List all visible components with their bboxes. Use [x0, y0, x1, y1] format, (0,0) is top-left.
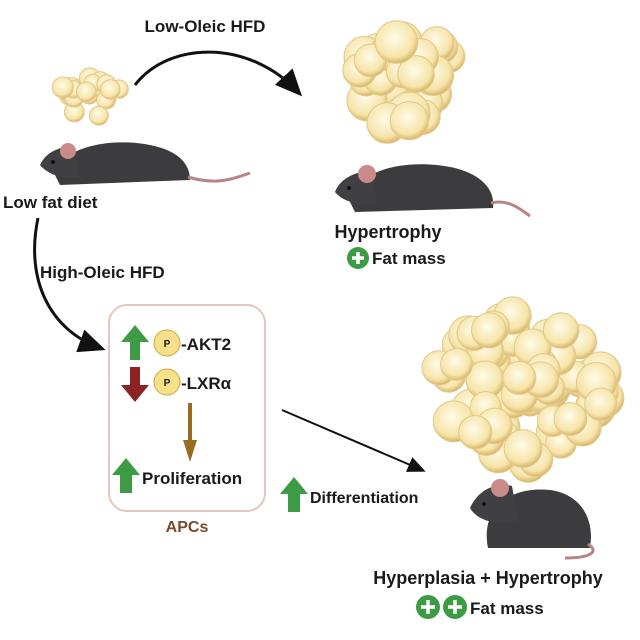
fat-cell: [553, 402, 588, 436]
mouse-icon-low-fat: [40, 142, 251, 185]
high-oleic-hfd-label: High-Oleic HFD: [40, 263, 165, 282]
apcs-box: [108, 304, 266, 512]
fat-cell: [374, 20, 419, 64]
plus-icon: [443, 595, 467, 619]
fat-cell: [542, 312, 580, 349]
fat-cell: [503, 429, 543, 469]
phospho-label: P: [164, 339, 171, 350]
fat-mass-label: Fat mass: [470, 599, 544, 618]
fat-cell: [389, 100, 430, 141]
arrow-differentiation: [281, 409, 426, 472]
phospho-icon: [153, 368, 181, 396]
fat-cell: [99, 79, 121, 100]
up-arrow-icon: [280, 477, 308, 512]
fat-cell: [75, 81, 97, 103]
fat-cell: [51, 76, 74, 99]
akt2-label: -AKT2: [181, 335, 231, 354]
arrow-low-oleic: [133, 50, 303, 97]
brown-down-arrow-icon: [183, 403, 197, 462]
fat-cell: [502, 360, 537, 395]
low-oleic-hfd-label: Low-Oleic HFD: [145, 17, 266, 36]
hypertrophy-label: Hypertrophy: [334, 222, 441, 242]
apcs-label: APCs: [166, 519, 209, 536]
hyperplasia-hypertrophy-label: Hyperplasia + Hypertrophy: [373, 568, 603, 588]
down-arrow-icon: [121, 367, 149, 402]
plus-icon: [416, 595, 440, 619]
fat-cell: [440, 347, 473, 381]
fat-mass-label: Fat mass: [372, 249, 446, 268]
fat-cluster-hyperplasia: [421, 296, 625, 483]
fat-cell: [88, 105, 109, 126]
fat-cell: [471, 312, 508, 349]
mouse-icon-hyperplasia: [470, 479, 595, 560]
fat-cell: [458, 415, 493, 450]
fat-cluster-hypertrophy: [342, 20, 466, 144]
mouse-icon-hypertrophy: [335, 164, 531, 218]
phospho-label: P: [164, 378, 171, 389]
low-fat-diet-label: Low fat diet: [3, 193, 98, 212]
proliferation-label: Proliferation: [142, 469, 242, 488]
phospho-icon: [153, 329, 181, 357]
differentiation-label: Differentiation: [310, 490, 418, 507]
lxr-label: -LXRα: [181, 374, 232, 393]
fat-cluster-small: [51, 67, 129, 126]
plus-icon: [347, 247, 369, 269]
fat-cell: [397, 55, 435, 93]
fat-cell: [584, 387, 618, 421]
arrow-high-oleic: [33, 217, 106, 353]
up-arrow-icon: [112, 458, 140, 493]
up-arrow-icon: [121, 325, 149, 360]
